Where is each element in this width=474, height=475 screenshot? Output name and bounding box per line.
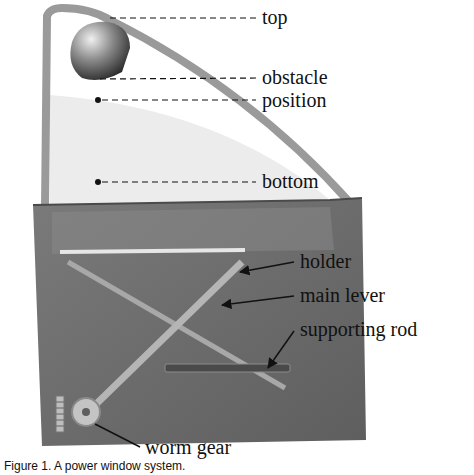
part-label: worm gear (145, 436, 231, 458)
main-lever (88, 262, 242, 412)
holder-bar (60, 250, 245, 252)
part-label: obstacle (262, 66, 328, 88)
part-label: bottom (262, 170, 319, 192)
part-label: top (262, 6, 288, 28)
worm-gear (72, 398, 100, 426)
leader-line (95, 424, 140, 447)
part-label: main lever (300, 284, 385, 306)
leader-line (110, 17, 256, 18)
guide-slot (165, 364, 290, 372)
part-label: position (262, 89, 326, 111)
leader-arrow (268, 331, 294, 368)
obstacle-shape (70, 22, 130, 80)
leader-line (102, 99, 256, 100)
leader-arrow (222, 296, 294, 305)
figure-caption: Figure 1. A power window system. (4, 460, 185, 473)
window-frame (45, 8, 352, 210)
part-label: holder (300, 250, 351, 272)
leader-line (102, 181, 256, 182)
leader-arrow (240, 262, 294, 272)
part-label: supporting rod (300, 318, 417, 340)
leader-line (100, 78, 256, 79)
